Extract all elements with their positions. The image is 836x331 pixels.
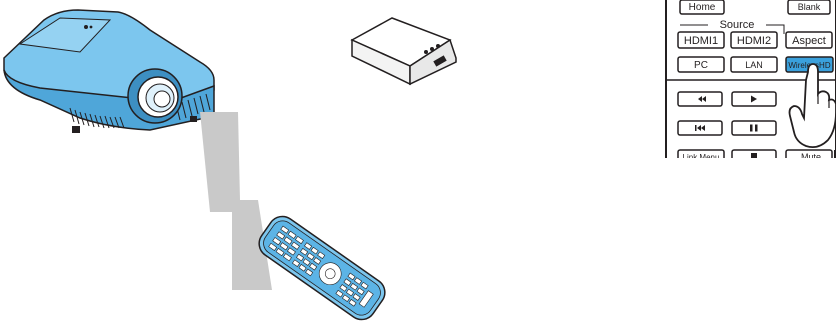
- svg-text:PC: PC: [694, 60, 708, 71]
- svg-text:HDMI2: HDMI2: [737, 35, 771, 47]
- hdmi1-button[interactable]: HDMI1: [678, 32, 724, 48]
- svg-text:HDMI1: HDMI1: [684, 35, 718, 47]
- transmitter-icon: [352, 18, 456, 84]
- svg-text:Aspect: Aspect: [792, 35, 826, 47]
- play-button[interactable]: [732, 92, 776, 106]
- svg-text:LAN: LAN: [745, 60, 763, 70]
- svg-text:Home: Home: [689, 2, 716, 13]
- aspect-button[interactable]: Aspect: [786, 32, 832, 48]
- skip-back-button[interactable]: [678, 121, 722, 135]
- pause-button[interactable]: [732, 121, 776, 135]
- svg-text:Blank: Blank: [798, 2, 821, 12]
- hdmi2-button[interactable]: HDMI2: [731, 32, 777, 48]
- remote-control-icon: [254, 211, 391, 325]
- pc-button[interactable]: PC: [678, 57, 724, 72]
- remote-panel: Home Blank Source HDMI1 HDMI2 Aspect PC: [660, 0, 836, 178]
- lan-button[interactable]: LAN: [731, 57, 777, 72]
- blank-button[interactable]: Blank: [788, 0, 830, 14]
- pointing-hand-icon: [790, 64, 836, 147]
- home-button[interactable]: Home: [680, 0, 724, 14]
- source-label: Source: [720, 19, 755, 31]
- signal-beam-icon: [200, 112, 272, 290]
- rewind-button[interactable]: [678, 92, 722, 106]
- projector-icon: [4, 10, 214, 133]
